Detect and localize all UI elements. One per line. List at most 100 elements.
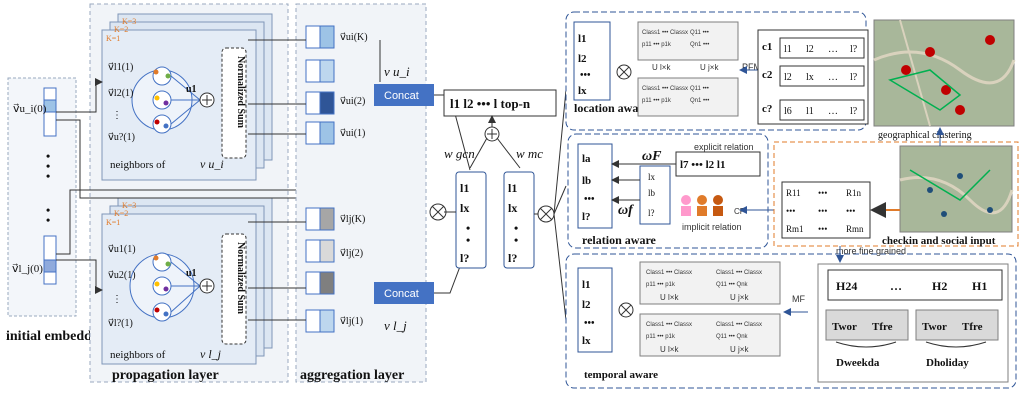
mc-list: l1 lx • • l? (503, 171, 535, 269)
svg-text:Class1 ••• Classx: Class1 ••• Classx (642, 30, 688, 36)
svg-text:l?: l? (850, 44, 858, 55)
svg-text:Class1 ••• Classx: Class1 ••• Classx (642, 86, 688, 92)
svg-text:Rm1: Rm1 (786, 224, 804, 234)
svg-text:U l×k: U l×k (660, 345, 679, 354)
u1-label: u1 (186, 84, 197, 95)
more-fine-grained-label: more fine grained (836, 246, 906, 256)
svg-text:lb: lb (582, 175, 591, 187)
svg-text:Q11 •••: Q11 ••• (690, 86, 709, 92)
svg-text:Dweekda: Dweekda (836, 357, 880, 369)
top-n-box (443, 89, 557, 117)
people-icons-implicit (681, 195, 723, 216)
k2-label: K=2 (114, 25, 128, 34)
aggregation-lower-vectors: v⃗lj(K) v⃗lj(2) v⃗lj(1) (305, 207, 365, 333)
geo-clustering-label: geographical clustering (878, 130, 972, 141)
k3-label: K=3 (122, 17, 136, 26)
concat-upper-label: Concat (384, 90, 419, 102)
svg-text:l?: l? (850, 72, 858, 83)
svg-text:•: • (466, 221, 470, 235)
propagation-upper-stack: K=3 K=2 K=1 v⃗l1(1) v⃗l2(1) ⋮ v⃗u?(1) u1… (101, 13, 273, 181)
svg-text:Dholiday: Dholiday (926, 357, 969, 369)
svg-text:R11: R11 (786, 188, 801, 198)
svg-text:l?: l? (508, 251, 517, 265)
svg-text:c1: c1 (762, 41, 772, 53)
svg-text:…: … (828, 106, 838, 117)
svg-text:U l×k: U l×k (652, 63, 671, 72)
svg-text:Class1 ••• Classx: Class1 ••• Classx (646, 270, 692, 276)
svg-text:…: … (890, 279, 902, 293)
svg-text:l1: l1 (806, 106, 814, 117)
svg-text:•••: ••• (580, 70, 591, 81)
svg-text:p11 ••• p1k: p11 ••• p1k (646, 334, 676, 340)
svg-text:l2: l2 (784, 72, 792, 83)
svg-text:l?: l? (850, 106, 858, 117)
concat-lower-label: Concat (384, 288, 419, 300)
svg-text:H1: H1 (972, 279, 987, 293)
svg-text:Twor: Twor (832, 321, 857, 333)
gcn-list: l1 lx • • l? (455, 171, 487, 269)
svg-text:v⃗u?(1): v⃗u?(1) (108, 132, 135, 143)
rating-matrix: R11 ••• R1n ••• ••• ••• Rm1 ••• Rmn (781, 181, 871, 239)
w-mc-label: w mc (516, 146, 543, 161)
checkin-label: checkin and social input (882, 235, 996, 247)
temporal-factor-matrices: Class1 ••• Classx p11 ••• p1k Class1 •••… (639, 261, 781, 357)
svg-text:•: • (46, 213, 50, 227)
svg-text:•: • (46, 159, 50, 173)
out-u-label: v u_i (384, 64, 410, 79)
cf-label: CF (734, 207, 745, 216)
svg-text:lx: lx (508, 201, 517, 215)
svg-text:p11 ••• p1k: p11 ••• p1k (646, 282, 676, 288)
propagation-layer-label: propagation layer (112, 368, 219, 383)
omega-F-label: ωF (642, 149, 662, 164)
aggregation-layer-label: aggregation layer (300, 368, 404, 383)
svg-text:•: • (46, 169, 50, 183)
svg-text:l7 ••• l2 l1: l7 ••• l2 l1 (680, 159, 725, 171)
svg-text:Tfre: Tfre (962, 321, 983, 333)
initial-embeddings-panel: • • • • • (7, 77, 77, 317)
svg-text:lb: lb (648, 188, 656, 198)
svg-text:…: … (828, 44, 838, 55)
svg-text:v⃗u2(1): v⃗u2(1) (108, 270, 136, 281)
w-gcn-label: w gcn (444, 146, 475, 161)
svg-text:H2: H2 (932, 279, 947, 293)
svg-text:lx: lx (460, 201, 469, 215)
svg-text:⋮: ⋮ (112, 294, 122, 305)
svg-text:l2: l2 (806, 44, 814, 55)
svg-text:U j×k: U j×k (730, 293, 749, 302)
svg-text:v⃗lj(2): v⃗lj(2) (340, 248, 363, 259)
svg-text:Q11 ••• Qnk: Q11 ••• Qnk (716, 334, 749, 340)
svg-text:U j×k: U j×k (700, 63, 719, 72)
svg-text:p11 ••• p1k: p11 ••• p1k (642, 42, 672, 48)
omega-f-label: ωf (618, 203, 634, 218)
svg-text:l?: l? (648, 208, 655, 218)
svg-text:Qn1 •••: Qn1 ••• (690, 98, 709, 104)
concat-upper-box (374, 84, 434, 106)
svg-text:v⃗ui(K): v⃗ui(K) (340, 32, 368, 43)
time-granularity-box: H24 … H2 H1 Twor Tfre Twor Tfre Dweekda … (817, 263, 1009, 383)
svg-text:l1: l1 (508, 181, 517, 195)
svg-text:l?: l? (582, 211, 591, 223)
temporal-aware-label: temporal aware (584, 369, 658, 381)
svg-text:Class1 ••• Classx: Class1 ••• Classx (646, 322, 692, 328)
svg-text:lx: lx (648, 172, 656, 182)
svg-text:•: • (466, 233, 470, 247)
relation-aware-label: relation aware (582, 233, 657, 247)
svg-text:K=3: K=3 (122, 201, 136, 210)
svg-text:u1: u1 (186, 268, 197, 279)
svg-text:U l×k: U l×k (660, 293, 679, 302)
vl0-label: v⃗l_j(0) (12, 263, 43, 275)
normalized-sum-upper: Normalized Sum (235, 56, 246, 129)
location-aware-label: location aware (574, 101, 649, 115)
svg-text:p11 ••• p1k: p11 ••• p1k (642, 98, 672, 104)
svg-text:v⃗lj(1): v⃗lj(1) (340, 316, 363, 327)
svg-text:v⃗ui(1): v⃗ui(1) (340, 128, 365, 139)
svg-text:•••: ••• (818, 206, 827, 216)
svg-text:•••: ••• (584, 194, 595, 205)
svg-text:•: • (46, 203, 50, 217)
svg-text:•••: ••• (786, 206, 795, 216)
out-l-label: v l_j (384, 318, 407, 333)
implicit-relation-label: implicit relation (682, 222, 742, 232)
svg-text:l1: l1 (578, 33, 587, 45)
propagation-lower-stack: K=3 K=2 K=1 v⃗u1(1) v⃗u2(1) ⋮ v⃗l?(1) u1… (101, 197, 273, 365)
svg-text:l2: l2 (582, 299, 591, 311)
